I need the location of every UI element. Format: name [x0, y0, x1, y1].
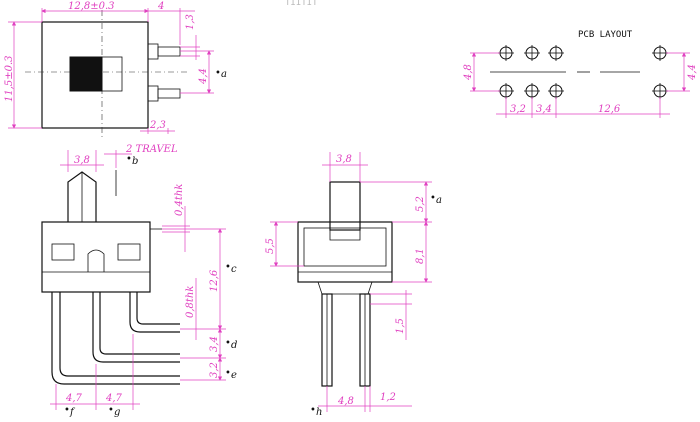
front-pin-mid	[92, 292, 180, 363]
front-pin-left	[51, 292, 180, 385]
front-dim-travel: 2 TRAVEL	[125, 144, 178, 155]
front-dim-bottom-1: 4,7	[65, 393, 83, 404]
pcb-title: PCB LAYOUT	[578, 30, 633, 40]
front-view: 3,8 2 TRAVEL • b 0,4thk 12,6 • c 0,8thk …	[41, 144, 237, 418]
side-dim-actuator-w: 3,8	[336, 154, 352, 165]
note-e: e	[231, 370, 237, 381]
svg-text:•: •	[108, 405, 114, 416]
front-dim-actuator-w: 3,8	[74, 155, 90, 166]
front-dim-pitch-e: 3,2	[209, 362, 220, 378]
dim-pin-w: 1,3	[185, 14, 196, 30]
dim-height: 11,5±0.3	[4, 55, 15, 102]
svg-text:•: •	[225, 262, 231, 273]
terminal-bottom	[147, 85, 159, 102]
svg-text:•: •	[310, 405, 316, 416]
side-dim-body-to-pin: 8,1	[415, 248, 426, 264]
front-dim-plate: 0,4thk	[174, 184, 185, 216]
side-dim-body-h: 5,5	[265, 238, 276, 254]
svg-text:•: •	[215, 68, 221, 79]
svg-text:•: •	[430, 193, 436, 204]
note-h: h	[316, 407, 322, 418]
pcb-dim-right-gap: 4,4	[687, 64, 698, 81]
side-dim-actuator-h: 5,2	[415, 196, 426, 212]
svg-text:•: •	[64, 405, 70, 416]
pcb-layout: PCB LAYOUT 4,8 4,4	[463, 30, 698, 118]
front-pin-right	[129, 292, 180, 333]
note-b: b	[132, 156, 138, 167]
top-body	[41, 21, 149, 129]
note-d: d	[231, 340, 237, 351]
front-dim-pin-thk: 0,8thk	[185, 286, 196, 318]
slider-knob	[69, 56, 103, 92]
dim-width: 12,8±0.3	[68, 1, 115, 12]
title-fragment: TIITIT	[285, 0, 318, 8]
front-body	[41, 221, 151, 293]
side-dim-pin-len: 1,5	[395, 318, 406, 334]
top-view: 12,8±0.3 4 1,3 4,4 • a 11,5±0.3 2,3	[4, 1, 227, 140]
pcb-dim-row-gap: 4,8	[463, 64, 474, 81]
svg-text:•: •	[126, 154, 132, 165]
front-dim-bottom-2: 4,7	[105, 393, 123, 404]
dim-base: 2,3	[149, 120, 166, 131]
svg-text:•: •	[225, 368, 231, 379]
pcb-dim-pitch-a: 3,2	[510, 104, 526, 115]
side-view: 3,8 5,2 • a 5,5 8,1 1,5 4,8 1,2 • h	[265, 152, 442, 418]
dim-pin-pitch: 4,4	[198, 68, 209, 85]
side-body	[297, 221, 393, 283]
note-a-top: a	[221, 69, 227, 80]
front-dim-height: 12,6	[209, 269, 220, 292]
note-g: g	[114, 407, 120, 418]
svg-text:•: •	[225, 338, 231, 349]
dim-terminal-len: 4	[157, 1, 164, 12]
front-dim-pitch-d: 3,4	[209, 336, 220, 352]
terminal-top	[147, 43, 159, 60]
note-f: f	[69, 407, 76, 418]
pcb-dim-span: 12,6	[598, 104, 621, 115]
side-actuator	[329, 181, 361, 231]
pcb-dim-pitch-b: 3,4	[536, 104, 552, 115]
note-a-side: a	[436, 195, 442, 206]
side-dim-pin-w: 1,2	[380, 392, 396, 403]
side-dim-pin-pitch: 4,8	[337, 396, 354, 407]
note-c: c	[231, 264, 237, 275]
